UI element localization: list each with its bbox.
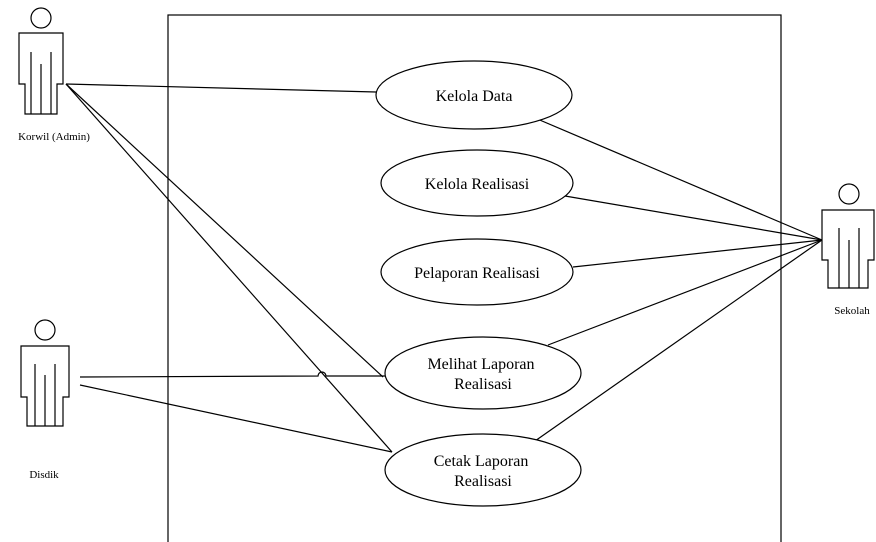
- use-case-label-line-2: Realisasi: [454, 473, 512, 490]
- actor-korwil: Korwil (Admin): [18, 7, 90, 143]
- use-case-label-line-1: Cetak Laporan: [434, 453, 529, 470]
- use-case-label: Kelola Data: [436, 88, 513, 105]
- assoc-sekolah-pelaporan-realisasi: [572, 239, 823, 268]
- assoc-korwil-cetak-laporan: [65, 83, 393, 453]
- actor-label: Korwil (Admin): [18, 131, 90, 143]
- use-case-ellipse: [380, 238, 574, 306]
- associations: [65, 83, 823, 453]
- use-case-label: Pelaporan Realisasi: [414, 265, 540, 282]
- actor-sekolah: Sekolah: [821, 183, 875, 317]
- use-case-ellipse: [384, 336, 582, 410]
- use-case-label-line-2: Realisasi: [454, 376, 512, 393]
- use-case-label-line-1: Melihat Laporan: [427, 356, 534, 373]
- use-case-ellipse: [375, 60, 573, 130]
- assoc-korwil-kelola-data: [65, 83, 377, 93]
- svg-text:Melihat Laporan Realisas: Melihat Laporan Realisasi: [427, 356, 538, 393]
- use-case-melihat-laporan: Melihat Laporan Realisasi: [384, 336, 582, 410]
- actor-label: Sekolah: [834, 305, 870, 317]
- actor-figure-icon: [20, 319, 70, 427]
- actor-figure-icon: [821, 183, 875, 289]
- use-case-kelola-data: Kelola Data: [375, 60, 573, 130]
- use-case-kelola-realisasi: Kelola Realisasi: [380, 149, 574, 217]
- actor-label: Disdik: [29, 469, 59, 481]
- use-case-cetak-laporan: Cetak Laporan Realisasi: [384, 433, 582, 507]
- use-case-pelaporan-realisasi: Pelaporan Realisasi: [380, 238, 574, 306]
- svg-text:Cetak Laporan Realisasi: Cetak Laporan Realisasi: [434, 453, 533, 490]
- svg-text:Pelaporan Realisasi: Pelaporan Realisasi: [414, 265, 540, 282]
- svg-text:Kelola Data: Kelola Data: [436, 88, 513, 105]
- actor-disdik: Disdik: [20, 319, 70, 481]
- use-case-ellipse: [380, 149, 574, 217]
- assoc-sekolah-kelola-data: [534, 117, 823, 241]
- svg-text:Kelola Realisasi: Kelola Realisasi: [425, 176, 530, 193]
- assoc-disdik-melihat-laporan: [79, 371, 387, 378]
- actor-figure-icon: [18, 7, 64, 115]
- assoc-sekolah-kelola-realisasi: [564, 195, 823, 241]
- assoc-sekolah-melihat-laporan: [547, 239, 823, 346]
- use-case-ellipse: [384, 433, 582, 507]
- assoc-korwil-melihat-laporan: [65, 83, 384, 378]
- assoc-disdik-cetak-laporan: [79, 384, 393, 453]
- system-boundary: [167, 14, 782, 542]
- use-case-label: Kelola Realisasi: [425, 176, 530, 193]
- assoc-sekolah-cetak-laporan: [534, 239, 823, 442]
